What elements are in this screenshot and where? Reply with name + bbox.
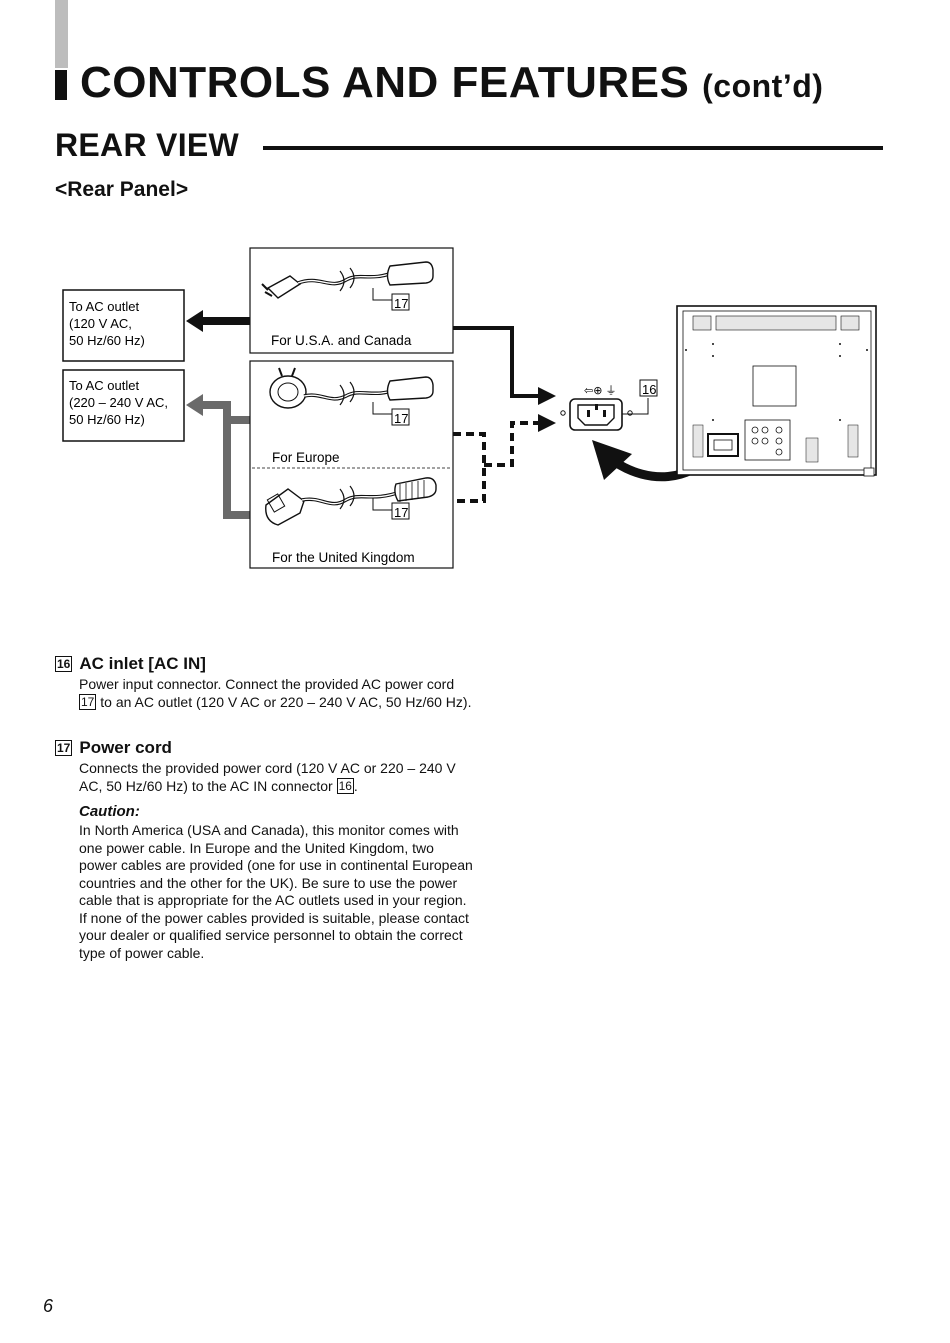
- subsection-title: <Rear Panel>: [55, 178, 189, 201]
- us-power-cord-illustration: 17: [261, 261, 434, 311]
- item-ac-inlet-heading: 16 AC inlet [AC IN]: [55, 654, 475, 674]
- eu-power-cord-illustration: 17: [269, 367, 434, 426]
- outlet-eu-line-1: To AC outlet: [69, 378, 139, 393]
- cord-eu-ref: 17: [394, 411, 408, 426]
- page-number: 6: [43, 1296, 54, 1316]
- outlet-us-line-1: To AC outlet: [69, 299, 139, 314]
- item-ac-inlet-number: 16: [55, 656, 73, 672]
- page-title-text: CONTROLS AND FEATURES: [80, 58, 690, 107]
- eu-uk-connection-lines: [453, 414, 556, 503]
- item-ac-inlet-body-2: to an AC outlet (120 V AC or 220 – 240 V…: [96, 693, 472, 710]
- outlet-eu-line-2: (220 – 240 V AC,: [69, 395, 168, 410]
- title-marker: [55, 70, 67, 100]
- outlet-eu-line-3: 50 Hz/60 Hz): [69, 412, 145, 427]
- uk-power-cord-illustration: 17: [265, 477, 437, 526]
- rear-panel-diagram: To AC outlet (120 V AC, 50 Hz/60 Hz) To …: [62, 247, 877, 569]
- caution-title: Caution:: [79, 803, 140, 820]
- inlet-symbols: ⇦⊕ ⏚: [584, 384, 617, 397]
- item-ac-inlet-ref: 17: [79, 693, 97, 710]
- ac-inlet-closeup: ⇦⊕ ⏚ 16: [560, 379, 658, 431]
- item-power-cord-title: Power cord: [79, 738, 172, 757]
- cord-us-label: For U.S.A. and Canada: [271, 333, 412, 348]
- monitor-rear-illustration: [676, 305, 877, 477]
- item-ac-inlet-body-1: Power input connector. Connect the provi…: [79, 676, 455, 692]
- item-power-cord-body-2: .: [353, 777, 358, 794]
- us-connection-line: [453, 326, 556, 405]
- outlet-us-line-2: (120 V AC,: [69, 316, 132, 331]
- cord-eu-label: For Europe: [272, 450, 340, 465]
- cord-uk-ref: 17: [394, 505, 408, 520]
- cord-uk-label: For the United Kingdom: [272, 550, 415, 565]
- item-ac-inlet-title: AC inlet [AC IN]: [79, 654, 206, 673]
- cord-us-ref: 17: [394, 296, 408, 311]
- item-power-cord-body-1: Connects the provided power cord (120 V …: [79, 760, 456, 794]
- section-title: REAR VIEW: [55, 127, 240, 163]
- cord-us-box: For U.S.A. and Canada: [249, 247, 454, 354]
- inlet-ref: 16: [642, 382, 656, 397]
- outlet-eu-box: To AC outlet (220 – 240 V AC, 50 Hz/60 H…: [62, 369, 185, 442]
- item-ac-inlet: 16 AC inlet [AC IN] Power input connector…: [55, 654, 475, 711]
- item-power-cord-heading: 17 Power cord: [55, 738, 475, 758]
- gray-tab: [55, 0, 68, 68]
- item-power-cord-ref: 16: [336, 777, 354, 794]
- outlet-us-line-3: 50 Hz/60 Hz): [69, 333, 145, 348]
- page-title-suffix: (cont’d): [702, 68, 824, 104]
- outlet-us-box: To AC outlet (120 V AC, 50 Hz/60 Hz): [62, 289, 185, 362]
- arrow-to-us-outlet: [186, 310, 250, 332]
- page-title: CONTROLS AND FEATURES (cont’d): [80, 58, 823, 108]
- item-ac-inlet-body: Power input connector. Connect the provi…: [79, 676, 475, 711]
- item-power-cord-body: Connects the provided power cord (120 V …: [79, 760, 475, 795]
- item-power-cord-number: 17: [55, 740, 73, 756]
- arrow-to-eu-outlet: [186, 394, 250, 519]
- section-rule: [263, 146, 883, 150]
- item-power-cord: 17 Power cord Connects the provided power…: [55, 738, 475, 962]
- caution-text: In North America (USA and Canada), this …: [79, 822, 473, 961]
